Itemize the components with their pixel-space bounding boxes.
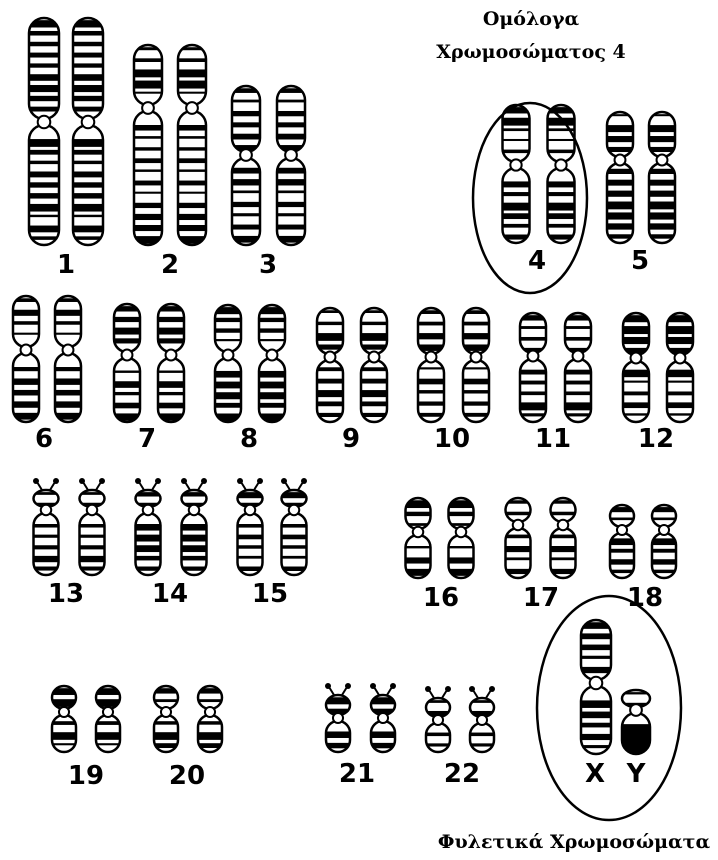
label-pair-12: 12 bbox=[638, 424, 674, 454]
label-pair-8: 8 bbox=[240, 424, 258, 454]
label-pair-7: 7 bbox=[138, 424, 156, 454]
label-pair-22: 22 bbox=[444, 759, 480, 789]
chromosome-4 bbox=[503, 105, 575, 243]
label-y: Y bbox=[626, 759, 647, 789]
chromosome-6 bbox=[13, 296, 81, 422]
chromosome-21 bbox=[325, 683, 396, 752]
chromosome-5 bbox=[607, 112, 675, 243]
chromosome-16 bbox=[406, 498, 474, 578]
label-pair-17: 17 bbox=[523, 583, 559, 613]
label-pair-2: 2 bbox=[161, 250, 179, 280]
chromosome-layer bbox=[13, 18, 693, 754]
label-pair-4: 4 bbox=[528, 246, 546, 276]
label-pair-1: 1 bbox=[57, 250, 75, 280]
sex-chromosomes-title: Φυλετικά Χρωμοσώματα bbox=[438, 831, 711, 853]
label-pair-6: 6 bbox=[35, 424, 53, 454]
chromosome-3 bbox=[232, 86, 305, 245]
chromosome-8 bbox=[215, 305, 285, 422]
label-pair-15: 15 bbox=[252, 579, 288, 609]
label-pair-13: 13 bbox=[48, 579, 84, 609]
chromosome-2 bbox=[134, 45, 206, 245]
label-pair-3: 3 bbox=[259, 250, 277, 280]
label-pair-20: 20 bbox=[169, 761, 205, 791]
label-pair-10: 10 bbox=[434, 424, 470, 454]
chromosome-22 bbox=[425, 686, 495, 752]
label-pair-19: 19 bbox=[68, 761, 104, 791]
label-pair-5: 5 bbox=[631, 246, 649, 276]
chromosome-13 bbox=[33, 478, 105, 575]
label-pair-16: 16 bbox=[423, 583, 459, 613]
label-pair-21: 21 bbox=[339, 759, 375, 789]
chromosome-18 bbox=[610, 505, 676, 578]
homolog-title-line1: Ομόλογα bbox=[483, 8, 580, 30]
chromosome-y bbox=[622, 690, 650, 754]
chromosome-x bbox=[581, 620, 611, 754]
chromosome-11 bbox=[520, 313, 591, 422]
label-pair-11: 11 bbox=[535, 424, 571, 454]
chromosome-17 bbox=[506, 498, 576, 578]
chromosome-14 bbox=[135, 478, 207, 575]
homolog-title-line2: Χρωμοσώματος 4 bbox=[436, 41, 626, 63]
chromosome-9 bbox=[317, 308, 387, 422]
label-pair-14: 14 bbox=[152, 579, 188, 609]
chromosome-15 bbox=[237, 478, 307, 575]
chromosome-1 bbox=[29, 18, 103, 245]
chromosome-19 bbox=[52, 686, 120, 752]
label-pair-18: 18 bbox=[627, 583, 663, 613]
label-pair-9: 9 bbox=[342, 424, 360, 454]
chromosome-7 bbox=[114, 304, 184, 422]
chromosome-12 bbox=[623, 313, 693, 422]
label-x: X bbox=[585, 759, 605, 789]
chromosome-20 bbox=[154, 686, 222, 752]
chromosome-10 bbox=[418, 308, 489, 422]
